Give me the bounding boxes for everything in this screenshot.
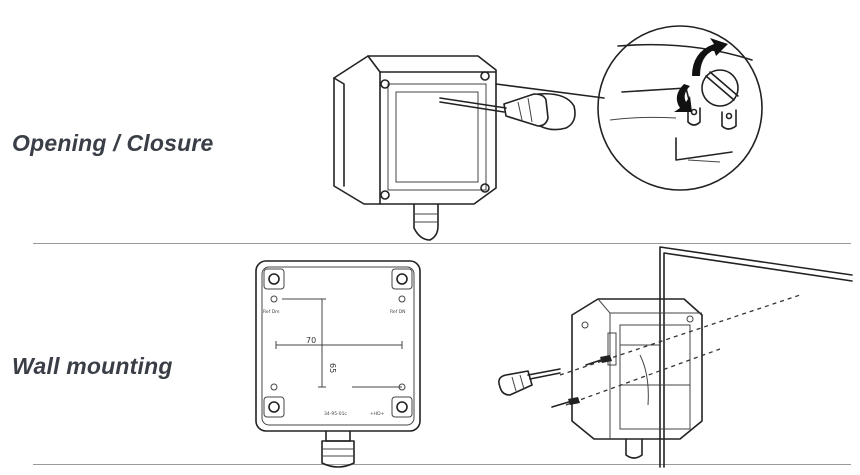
bottom-divider — [33, 464, 851, 465]
mounting-screw-icon — [551, 355, 612, 408]
hole-label-right: Ref DN — [390, 309, 406, 315]
cable-gland — [321, 430, 355, 468]
marking-label: +HD+ — [370, 411, 385, 417]
dimension-horizontal-label: 70 — [306, 336, 316, 345]
wall-mount-icon — [498, 246, 853, 468]
screwdriver-icon — [498, 368, 561, 396]
wall-mounting-front-view: 70 65 Ref Dm Ref DN 34-95-01c +HD+ — [255, 260, 421, 468]
rotate-arrow-icon — [674, 38, 728, 112]
dimension-vertical-label: 65 — [328, 363, 337, 373]
alignment-line-upper — [559, 294, 801, 376]
callout-leader-line — [495, 83, 605, 99]
screwdriver-icon — [439, 92, 576, 131]
enclosure-open-box — [571, 298, 703, 459]
section-divider — [33, 243, 851, 244]
wall — [659, 246, 853, 468]
alignment-line-lower — [565, 348, 721, 406]
enclosure-box — [333, 55, 497, 241]
section-label-opening-closure: Opening / Closure — [12, 130, 214, 156]
section-label-wall-mounting: Wall mounting — [12, 353, 173, 379]
part-number-label: 34-95-01c — [324, 411, 347, 417]
enclosure-front-view — [255, 260, 421, 432]
opening-closure-illustration — [333, 25, 763, 241]
hole-label-left: Ref Dm — [263, 309, 280, 315]
